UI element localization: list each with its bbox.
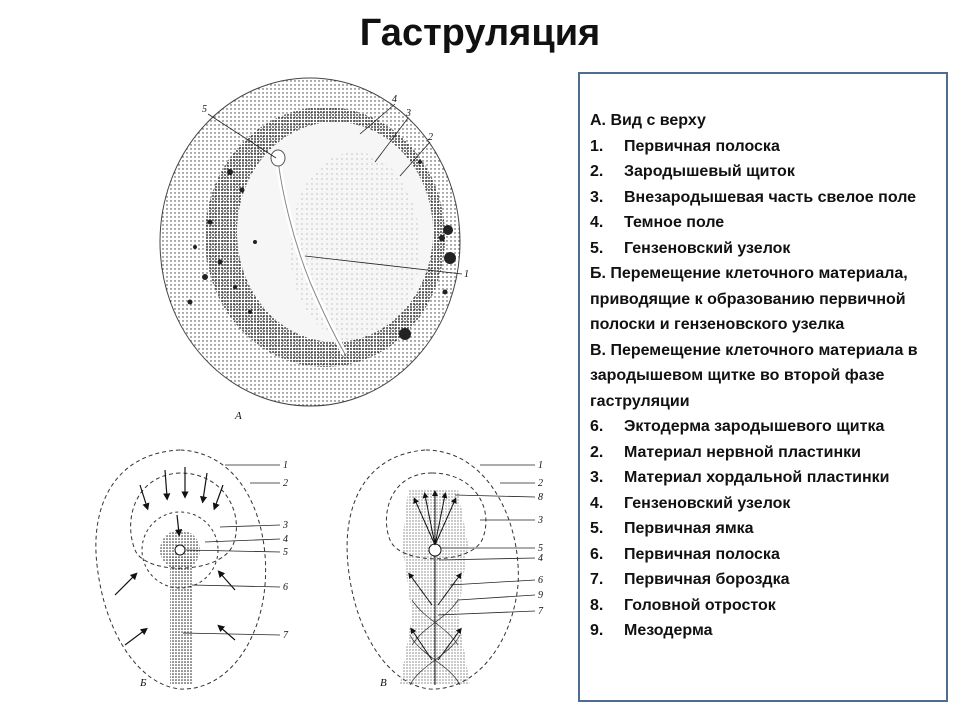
figure-c-second-phase: 1 2 8 3 5 4 6 9 7 В	[340, 445, 575, 695]
legend-number: 5.	[590, 239, 604, 257]
legend-text: Гензеновский узелок	[624, 494, 791, 512]
legend-line: 6. Эктодерма зародышевого щитка	[590, 414, 936, 440]
legend-text: А. Вид с верху	[590, 112, 706, 129]
label-b-3: 3	[282, 520, 288, 531]
label-b-2: 2	[283, 478, 288, 489]
legend-number: 5.	[590, 520, 604, 537]
caption-b: Б	[140, 677, 147, 689]
legend-text: Первичная полоска	[624, 545, 780, 563]
legend-number: 2.	[590, 163, 604, 180]
blood-islands	[187, 160, 456, 340]
outer-contour	[95, 449, 267, 690]
label-a-5: 5	[202, 104, 207, 115]
label-c-2: 2	[538, 478, 543, 489]
legend-line: 2. Зародышевый щиток	[590, 159, 936, 185]
legend-line: 1. Первичная полоска	[590, 134, 936, 160]
legend-number: 6.	[590, 418, 604, 435]
legend-line: 6. Первичная полоска	[590, 542, 936, 568]
label-c-6: 6	[538, 575, 543, 586]
caption-a: А	[235, 410, 242, 422]
legend-text: Головной отросток	[624, 596, 776, 614]
label-c-4: 4	[538, 553, 543, 564]
legend-text: Темное поле	[624, 214, 725, 231]
label-a-1: 1	[464, 269, 469, 280]
legend-text: Б. Перемещение клеточного материала, при…	[590, 265, 908, 333]
label-b-6: 6	[283, 582, 288, 593]
label-c-8: 8	[538, 492, 543, 503]
legend-line: Б. Перемещение клеточного материала, при…	[590, 261, 936, 338]
legend-text: Эктодерма зародышевого щитка	[624, 418, 885, 435]
figure-c-drawing: 1 2 8 3 5 4 6 9 7	[346, 449, 544, 690]
label-a-4: 4	[392, 94, 397, 105]
legend-text: Внезародышевая часть свелое поле	[624, 188, 917, 206]
figure-a-top-view: 5 4 3 2 1 А	[110, 72, 580, 432]
legend-line: 7. Первичная бороздка	[590, 567, 936, 593]
label-b-1: 1	[283, 460, 288, 471]
legend-text: В. Перемещение клеточного материала в за…	[590, 341, 918, 410]
legend-box: А. Вид с верху 1. Первичная полоска 2. Зарод…	[578, 72, 948, 702]
legend-text: Первичная бороздка	[624, 571, 790, 588]
legend-number: 6.	[590, 545, 604, 563]
legend-number: 4.	[590, 494, 604, 512]
label-c-3: 3	[537, 515, 543, 526]
legend-text: Первичная полоска	[624, 137, 780, 155]
legend-list: А. Вид с верху 1. Первичная полоска 2. Зарод…	[590, 108, 936, 644]
legend-text: Материал хордальной пластинки	[624, 469, 890, 486]
legend-number: 3.	[590, 188, 604, 206]
figure-a-drawing: 5 4 3 2 1	[159, 77, 469, 407]
legend-line: 9. Мезодерма	[590, 618, 936, 644]
legend-line: 5. Гензеновский узелок	[590, 236, 936, 262]
label-a-2: 2	[428, 132, 433, 143]
figure-b-drawing: 1 2 3 4 5 6 7	[95, 449, 289, 690]
label-b-7: 7	[283, 630, 289, 641]
legend-line: 5. Первичная ямка	[590, 516, 936, 542]
legend-line: А. Вид с верху	[590, 108, 936, 134]
embryonic-shield	[290, 152, 420, 342]
legend-number: 2.	[590, 443, 604, 461]
hensen-node	[270, 149, 286, 167]
legend-number: 9.	[590, 622, 604, 639]
legend-number: 3.	[590, 469, 604, 486]
label-c-7: 7	[538, 606, 544, 617]
legend-number: 7.	[590, 571, 604, 588]
legend-line: 2. Материал нервной пластинки	[590, 440, 936, 466]
legend-number: 4.	[590, 214, 604, 231]
legend-text: Мезодерма	[624, 622, 713, 639]
legend-text: Первичная ямка	[624, 520, 754, 537]
label-c-5: 5	[538, 543, 543, 554]
label-b-4: 4	[283, 534, 288, 545]
caption-c: В	[380, 677, 387, 689]
inner-contour-c	[386, 472, 487, 560]
legend-text: Зародышевый щиток	[624, 163, 795, 180]
legend-line: 3. Внезародышевая часть свелое поле	[590, 185, 936, 211]
label-c-9: 9	[538, 590, 543, 601]
label-a-3: 3	[405, 108, 411, 119]
legend-line: 4. Гензеновский узелок	[590, 491, 936, 517]
slide-title: Гаструляция	[359, 12, 601, 54]
legend-text: Материал нервной пластинки	[624, 443, 861, 461]
legend-text: Гензеновский узелок	[624, 239, 791, 257]
outer-contour-c	[346, 449, 519, 690]
legend-number: 8.	[590, 596, 604, 614]
figure-b-cell-movement: 1 2 3 4 5 6 7 Б	[85, 445, 315, 695]
legend-line: В. Перемещение клеточного материала в за…	[590, 338, 936, 415]
legend-line: 3. Материал хордальной пластинки	[590, 465, 936, 491]
legend-line: 4. Темное поле	[590, 210, 936, 236]
legend-line: 8. Головной отросток	[590, 593, 936, 619]
primitive-streak-b	[170, 557, 192, 685]
label-c-1: 1	[538, 460, 543, 471]
legend-number: 1.	[590, 137, 604, 155]
label-b-5: 5	[283, 547, 288, 558]
